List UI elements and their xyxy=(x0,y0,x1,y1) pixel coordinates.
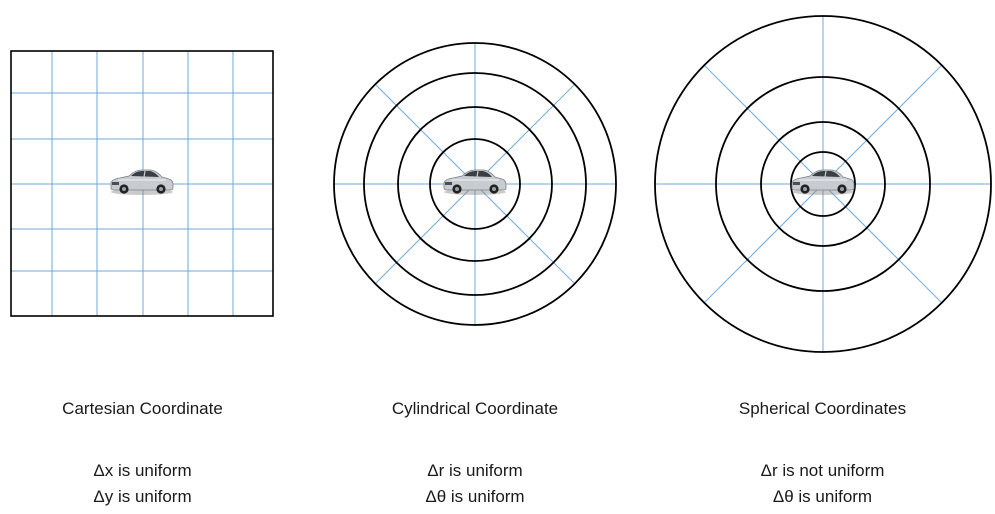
cartesian-title: Cartesian Coordinate xyxy=(62,399,223,418)
cylindrical-rings xyxy=(333,42,617,326)
cylindrical-title: Cylindrical Coordinate xyxy=(391,399,559,418)
cartesian-border xyxy=(10,50,274,317)
spherical-rings xyxy=(654,15,992,353)
cylindrical-line-2: Δθ is uniform xyxy=(425,487,525,506)
cartesian-line-1: Δx is uniform xyxy=(93,461,192,480)
cartesian-line-2: Δy is uniform xyxy=(93,487,192,506)
radial-spoke xyxy=(703,183,824,304)
cartesian-grid xyxy=(10,50,274,317)
ring xyxy=(760,121,886,247)
spherical-line-2: Δθ is uniform xyxy=(772,487,873,506)
ring xyxy=(333,42,617,326)
radial-spoke xyxy=(822,183,943,304)
radial-spoke xyxy=(822,64,943,185)
radial-spoke xyxy=(374,83,476,185)
spherical-title: Spherical Coordinates xyxy=(738,399,907,418)
car-icon xyxy=(791,169,855,196)
radial-spoke xyxy=(474,183,576,285)
cylindrical-spokes xyxy=(334,43,616,325)
spherical-line-1: Δr is not uniform xyxy=(760,461,885,480)
car-icon xyxy=(443,169,507,196)
ring xyxy=(715,76,931,292)
car-icon xyxy=(110,169,174,196)
cartesian-description: Δx is uniform Δy is uniform xyxy=(20,458,265,510)
spherical-description: Δr is not uniform Δθ is uniform xyxy=(690,458,955,510)
radial-spoke xyxy=(374,183,476,285)
ring xyxy=(363,72,587,296)
cylindrical-description: Δr is uniform Δθ is uniform xyxy=(345,458,605,510)
cylindrical-ring-set xyxy=(333,42,617,326)
radial-spoke xyxy=(474,83,576,185)
cylindrical-line-1: Δr is uniform xyxy=(427,461,523,480)
ring xyxy=(397,106,553,262)
spherical-ring-set xyxy=(654,15,992,353)
ring xyxy=(654,15,992,353)
ring xyxy=(790,151,856,217)
radial-spoke xyxy=(703,64,824,185)
ring xyxy=(429,138,521,230)
cartesian-grid-lines xyxy=(11,51,273,316)
